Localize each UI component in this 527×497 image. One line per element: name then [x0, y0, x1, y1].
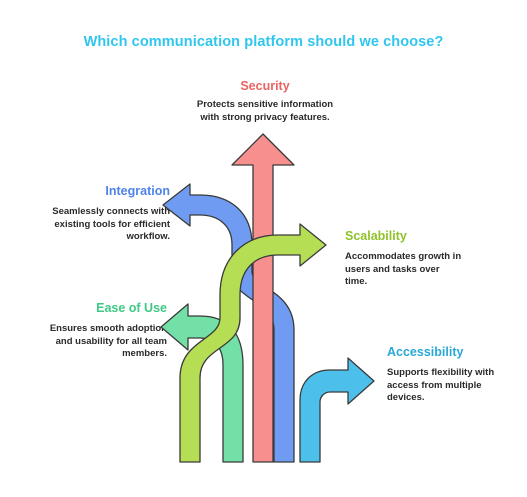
security-desc-line-2: with strong privacy features. [200, 111, 330, 123]
integration-label: Integration [105, 184, 170, 198]
scalability-desc-line-1: Accommodates growth in [345, 251, 462, 262]
scalability-description: Accommodates growth in users and tasks o… [345, 251, 495, 289]
integration-desc-line-1: Seamlessly connects with [52, 206, 170, 217]
integration-desc-line-3: workflow. [126, 231, 170, 242]
ease-of-use-desc-line-1: Ensures smooth adoption [49, 323, 167, 334]
accessibility-label: Accessibility [387, 345, 464, 359]
ease-of-use-label: Ease of Use [96, 301, 167, 315]
integration-description: Seamlessly connects with existing tools … [20, 206, 170, 244]
scalability-desc-line-3: time. [345, 276, 368, 287]
security-arrow [231, 133, 295, 463]
security-desc-line-1: Protects sensitive information [196, 99, 334, 110]
accessibility-arrow [299, 357, 375, 463]
accessibility-description: Supports flexibility with access from mu… [387, 367, 527, 405]
scalability-label: Scalability [345, 229, 407, 243]
accessibility-desc-line-3: devices. [387, 392, 425, 403]
ease-of-use-desc-line-2: and usability for all team [55, 335, 167, 347]
scalability-desc-line-2: users and tasks over [345, 263, 440, 275]
integration-desc-line-2: existing tools for efficient [54, 218, 170, 230]
security-description: Protects sensitive information with stro… [170, 99, 360, 124]
ease-of-use-description: Ensures smooth adoption and usability fo… [17, 323, 167, 361]
security-label: Security [240, 79, 290, 93]
accessibility-desc-line-1: Supports flexibility with [387, 367, 495, 378]
page-title: Which communication platform should we c… [83, 34, 444, 50]
ease-of-use-desc-line-3: members. [122, 348, 167, 359]
scalability-arrow [179, 223, 327, 463]
accessibility-desc-line-2: access from multiple [387, 379, 482, 391]
